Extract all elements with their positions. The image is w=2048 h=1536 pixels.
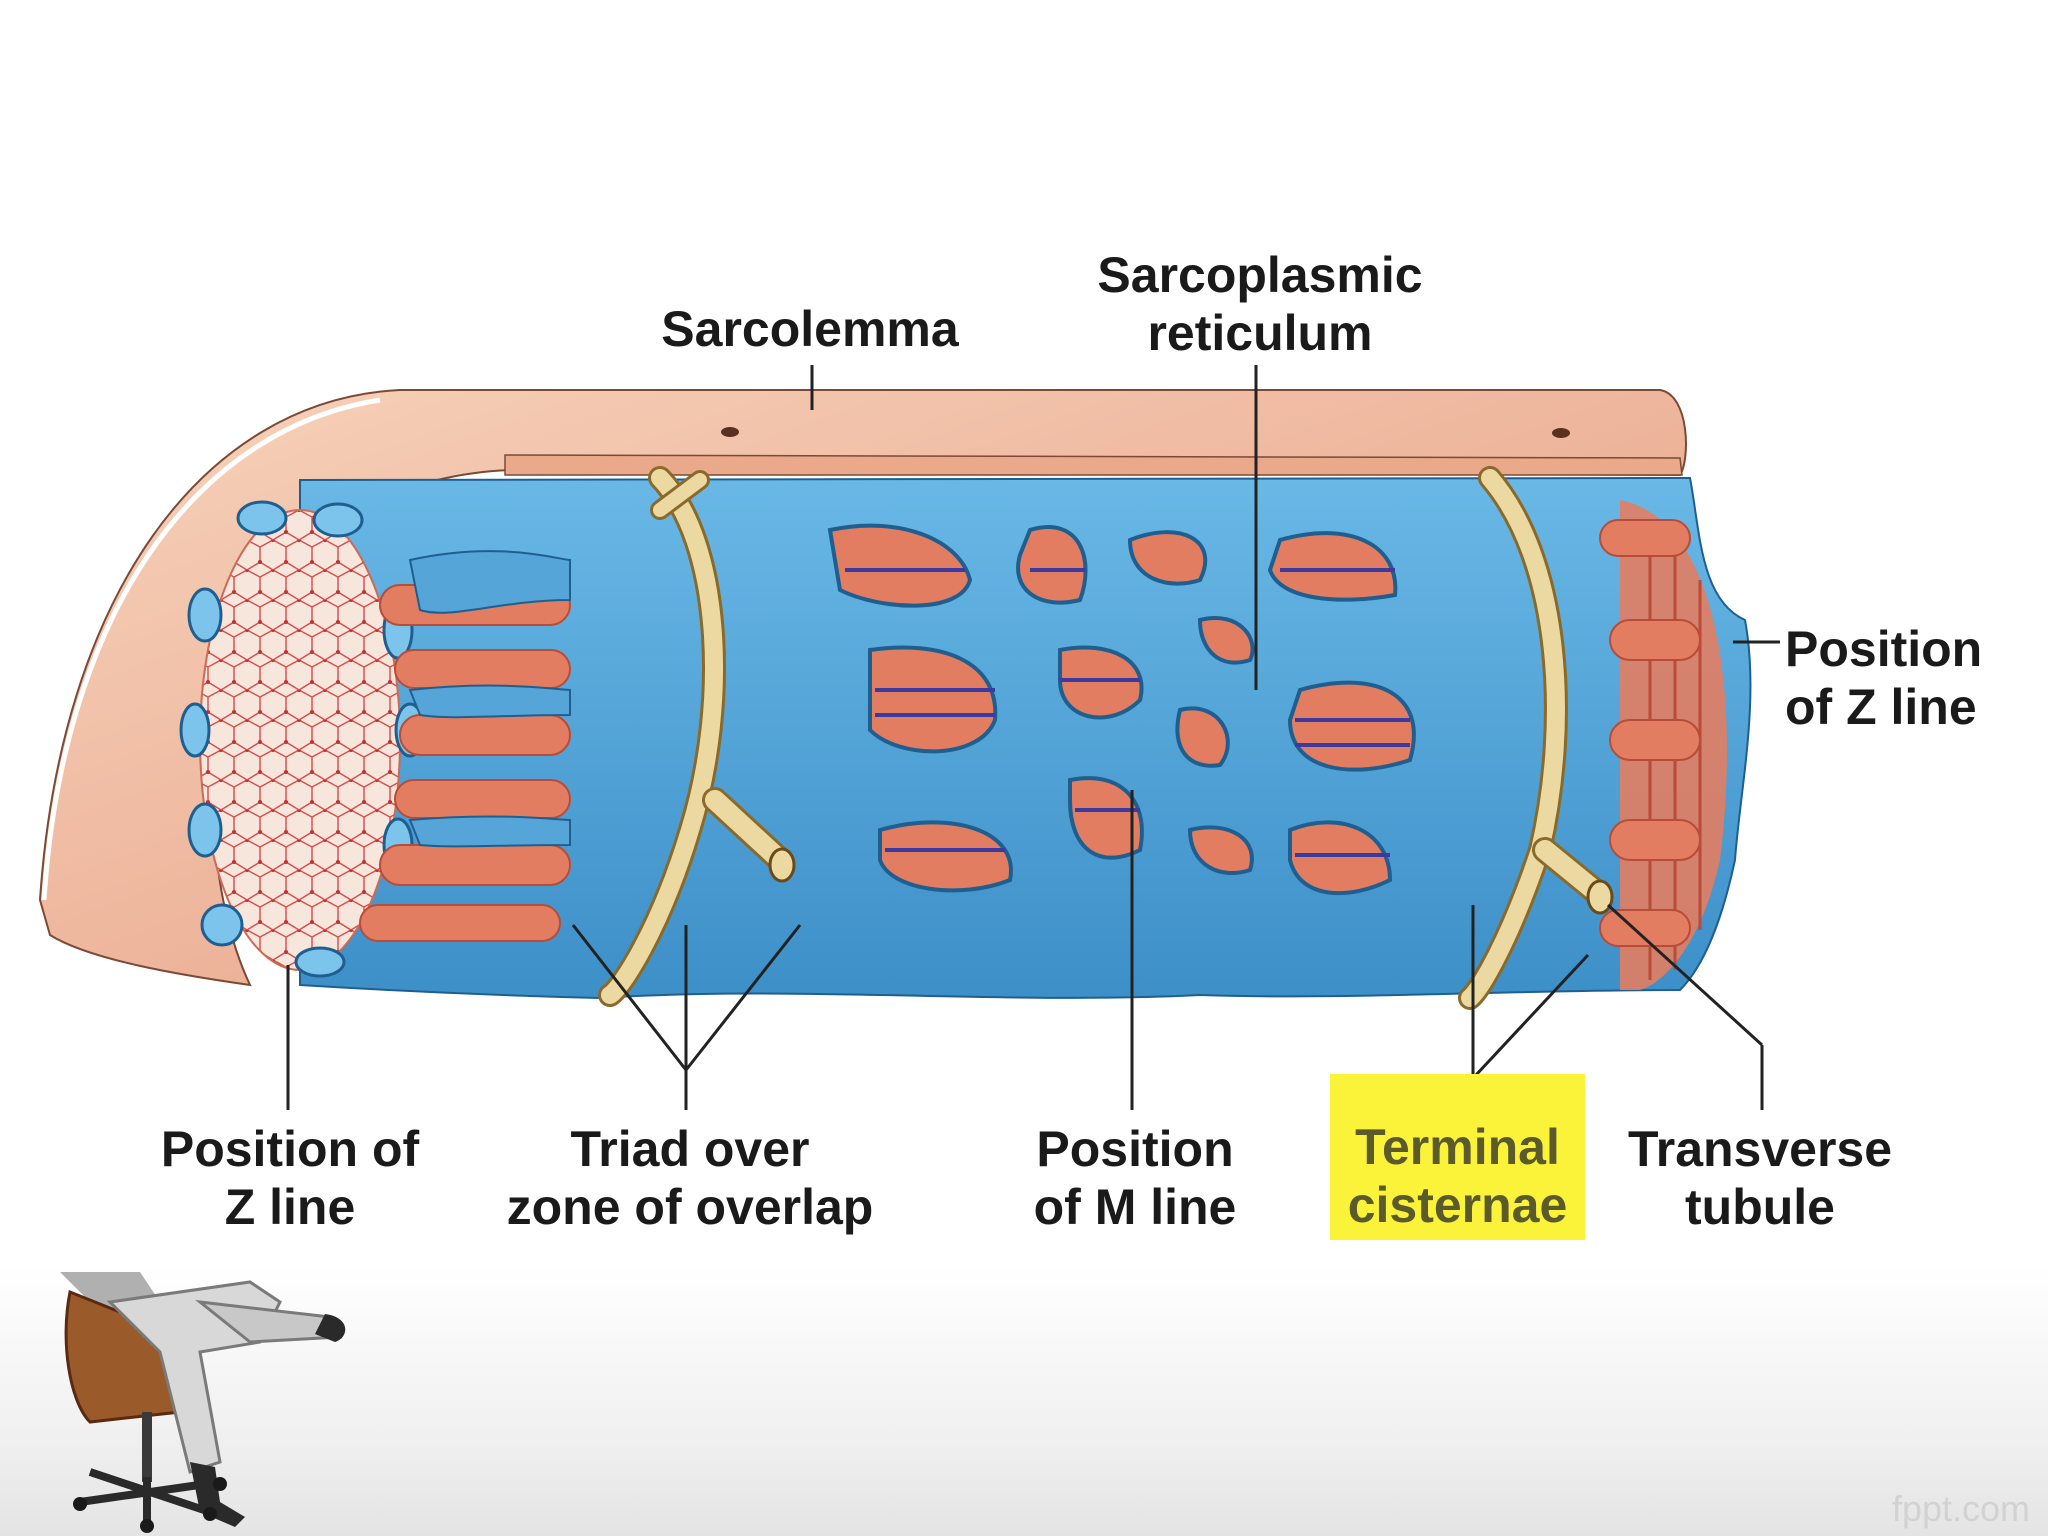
reticulum-tubules-left — [408, 550, 571, 848]
label-position-z-line-left: Position of Z line — [160, 1121, 420, 1235]
watermark: fppt.com — [1891, 1488, 2030, 1529]
label-position-z-line-right: Position of Z line — [1785, 621, 1983, 735]
myofilament-lines — [845, 568, 1410, 857]
leader-lines — [286, 365, 1780, 1110]
myofibril-cross-section — [179, 500, 426, 978]
label-position-m-line: Position of M line — [1033, 1121, 1237, 1235]
office-man-on-chair-icon — [60, 1272, 346, 1533]
myofibril-stripes-right — [1599, 519, 1701, 947]
label-sarcoplasmic-reticulum: Sarcoplasmic reticulum — [1097, 247, 1423, 361]
t-tubule-opening — [768, 847, 796, 883]
label-triad-over-overlap: Triad over zone of overlap — [506, 1121, 874, 1235]
label-terminal-cisternae: Terminal cisternae — [1330, 1074, 1585, 1240]
label-sarcolemma: Sarcolemma — [661, 301, 959, 357]
myofibril-windows — [827, 523, 1416, 896]
label-transverse-tubule: Transverse tubule — [1627, 1121, 1893, 1235]
slide-footer-band — [0, 1265, 2048, 1536]
t-tubule-opening — [1586, 879, 1614, 915]
